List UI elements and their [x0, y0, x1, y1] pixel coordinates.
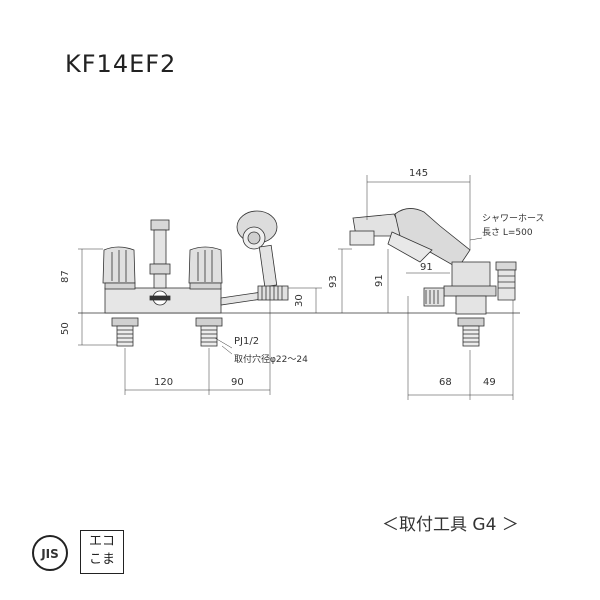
dim-120: 120	[154, 377, 173, 388]
model-number: KF14EF2	[65, 50, 177, 78]
eco-text-2: こま	[88, 552, 115, 567]
hose-holder	[257, 285, 289, 301]
dim-68: 68	[439, 377, 452, 388]
install-tool-note: ＜取付工具 G4 ＞	[382, 515, 519, 535]
dim-91-vertical: 91	[374, 274, 385, 287]
jis-text: JIS	[40, 547, 59, 561]
left-nut	[111, 317, 139, 327]
dim-90: 90	[231, 377, 244, 388]
dim-30: 30	[294, 294, 305, 307]
dim-93: 93	[328, 275, 339, 288]
dim-50: 50	[60, 322, 71, 335]
pj-label: PJ1/2	[234, 336, 259, 347]
dim-87: 87	[60, 270, 71, 283]
hose-label-1: シャワーホース	[482, 213, 545, 224]
hole-label: 取付穴径φ22～24	[234, 353, 308, 365]
dim-49: 49	[483, 377, 496, 388]
dim-91-horizontal: 91	[420, 262, 433, 273]
jis-mark: JIS	[32, 535, 68, 571]
right-handle	[188, 246, 223, 284]
eco-text-1: エコ	[88, 534, 115, 549]
dim-145: 145	[409, 168, 428, 179]
eco-koma-badge: エコ こま	[80, 530, 124, 574]
diverter-knob	[150, 219, 170, 231]
hose-label-2: 長さ L=500	[482, 227, 533, 238]
right-nut	[195, 317, 223, 327]
